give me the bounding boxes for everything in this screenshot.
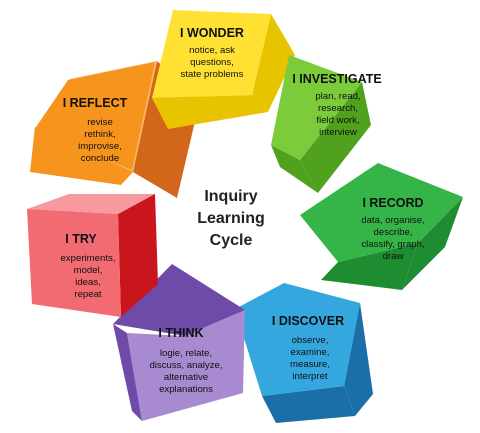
cube-reflect-line-2: rethink, [84, 129, 115, 140]
center-title-line-1: Inquiry [204, 188, 257, 205]
cube-discover-line-1: observe, [292, 335, 329, 346]
cube-investigate: I INVESTIGATE plan, read, research, fiel… [271, 55, 382, 193]
cube-think: I THINK logie, relate, discuss, analyze,… [113, 264, 245, 421]
cube-discover-side [344, 303, 373, 416]
cube-reflect-face [34, 62, 155, 170]
cube-think-line-3: alternative [164, 372, 208, 383]
cube-reflect-line-4: conclude [81, 153, 119, 164]
cube-reflect-front [30, 127, 133, 185]
cube-reflect-line-1: revise [87, 117, 113, 128]
center-title-line-2: Learning [197, 210, 265, 227]
cube-try-line-1: experiments, [61, 253, 116, 264]
cube-reflect-title: I REFLECT [63, 96, 128, 110]
cube-record-title: I RECORD [362, 196, 423, 210]
cube-wonder-face [152, 10, 271, 98]
cube-record-line-3: classify, graph, [361, 239, 424, 250]
cube-investigate-title: I INVESTIGATE [292, 72, 381, 86]
cube-record-line-4: draw [383, 251, 404, 262]
cube-investigate-face [271, 55, 362, 160]
cube-investigate-line-2: research, [318, 103, 358, 114]
cube-wonder-side [252, 14, 295, 112]
center-title-line-3: Cycle [210, 232, 253, 249]
cube-record-line-2: describe, [374, 227, 413, 238]
cube-think-top [113, 264, 245, 336]
cube-record-face [300, 163, 463, 262]
cube-investigate-line-1: plan, read, [315, 91, 360, 102]
cube-discover-title: I DISCOVER [272, 314, 344, 328]
cube-discover-face [235, 283, 360, 396]
cube-try-face [27, 209, 121, 317]
cube-reflect-line-3: improvise, [78, 141, 122, 152]
cube-discover-line-3: measure, [290, 359, 330, 370]
cube-wonder: I WONDER notice, ask questions, state pr… [152, 10, 295, 129]
cube-try-line-3: ideas, [75, 277, 101, 288]
cube-wonder-bottom [152, 95, 268, 129]
cube-record-line-1: data, organise, [361, 215, 424, 226]
cube-try-line-2: model, [74, 265, 103, 276]
cube-think-line-2: discuss, analyze, [149, 360, 222, 371]
cube-investigate-line-4: interview [319, 127, 357, 138]
cube-wonder-line-3: state problems [181, 69, 244, 80]
cube-think-line-1: logie, relate, [160, 348, 212, 359]
cube-try-line-4: repeat [74, 289, 102, 300]
cube-discover: I DISCOVER observe, examine, measure, in… [235, 283, 373, 423]
cube-record-side [402, 197, 463, 290]
cube-think-left [113, 324, 142, 421]
cube-record: I RECORD data, organise, describe, class… [300, 163, 463, 290]
cube-try: I TRY experiments, model, ideas, repeat [27, 194, 158, 317]
cube-wonder-line-1: notice, ask [189, 45, 235, 56]
cube-record-bottom [321, 243, 418, 290]
cube-think-face [127, 310, 245, 421]
cube-wonder-title: I WONDER [180, 26, 244, 40]
cube-wonder-line-2: questions, [190, 57, 234, 68]
cube-try-title: I TRY [65, 232, 97, 246]
cube-investigate-line-3: field work, [316, 115, 359, 126]
cube-try-side [118, 194, 158, 317]
cube-investigate-side [300, 82, 371, 193]
cube-try-top [27, 194, 155, 214]
cube-discover-line-2: examine, [291, 347, 330, 358]
cube-think-line-4: explanations [159, 384, 213, 395]
cube-discover-bottom [262, 386, 355, 423]
cube-investigate-bottom [271, 145, 318, 193]
cube-think-title: I THINK [158, 326, 203, 340]
center-title: Inquiry Learning Cycle [197, 188, 265, 249]
cube-discover-line-4: interpret [292, 371, 328, 382]
